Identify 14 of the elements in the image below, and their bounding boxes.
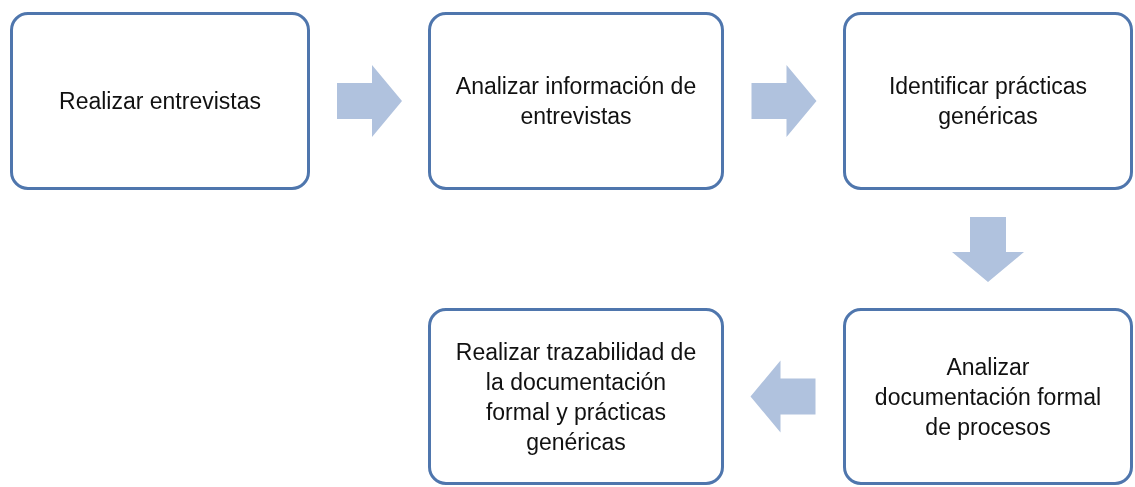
process-box: [428, 308, 724, 485]
step-label: Realizar entrevistas: [59, 87, 261, 116]
process-box: [10, 12, 310, 190]
step-label: Identificar prácticas genéricas: [887, 72, 1089, 131]
block-arrow: [751, 65, 817, 137]
process-box: [843, 12, 1133, 190]
step-label: Realizar trazabilidad de la documentación formal y prácticas genéricas: [454, 337, 698, 457]
block-arrow: [750, 360, 816, 433]
block-arrow: [952, 217, 1024, 282]
process-box: [428, 12, 724, 190]
block-arrow: [337, 65, 402, 137]
step-label: Analizar documentación formal de procesos: [873, 352, 1103, 442]
step-label: Analizar información de entrevistas: [454, 72, 698, 131]
process-box: [843, 308, 1133, 485]
